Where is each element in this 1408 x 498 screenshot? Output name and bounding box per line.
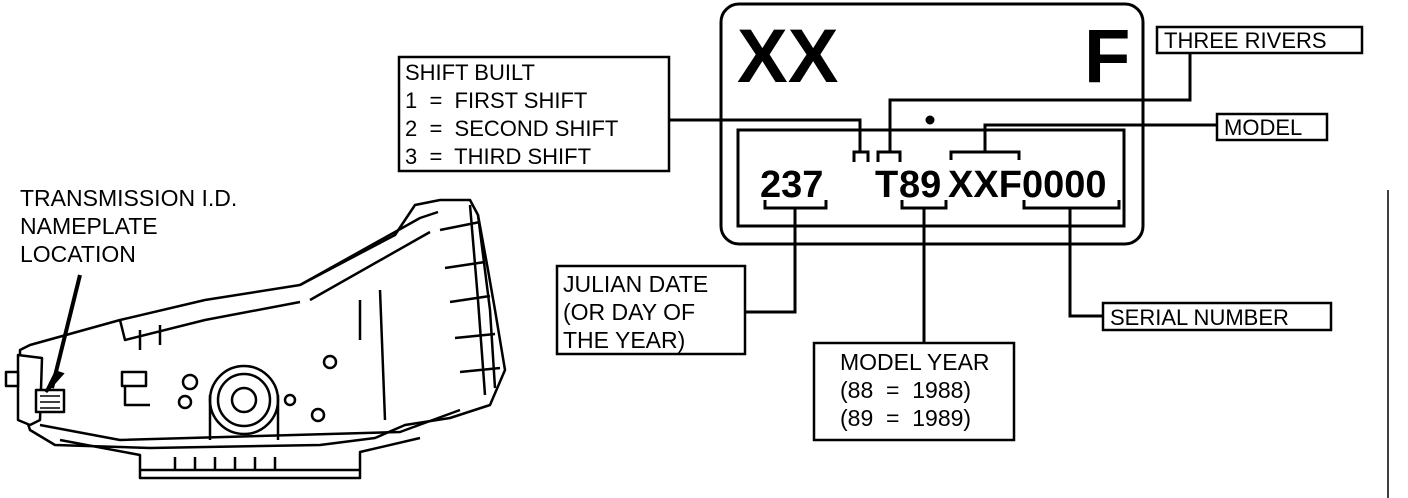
julian-date-label: JULIAN DATE (OR DAY OF THE YEAR): [563, 271, 708, 353]
model-label: MODEL: [1224, 115, 1302, 140]
three-rivers-label: THREE RIVERS: [1164, 28, 1327, 53]
location-arrow: [44, 274, 82, 393]
location-line-3: LOCATION: [20, 241, 136, 267]
model-year-line-2: (88 = 1988): [840, 377, 971, 403]
shift-line-3: 2 = SECOND SHIFT: [405, 116, 618, 141]
top-right-code: F: [1084, 14, 1130, 99]
shift-line-2: 1 = FIRST SHIFT: [405, 88, 587, 113]
plant-code: T: [875, 164, 898, 206]
julian-line-2: (OR DAY OF: [563, 299, 695, 325]
location-line-2: NAMEPLATE: [20, 213, 158, 239]
shift-built-label: SHIFT BUILT 1 = FIRST SHIFT 2 = SECOND S…: [405, 60, 618, 169]
model-year-box: [812, 341, 1016, 442]
julian-line-1: JULIAN DATE: [563, 271, 708, 297]
location-line-1: TRANSMISSION I.D.: [20, 185, 237, 211]
shift-line-1: SHIFT BUILT: [405, 60, 535, 85]
model-code: XXF: [948, 164, 1022, 206]
serial-code: 0000: [1022, 164, 1107, 206]
shift-built-box: [397, 55, 671, 173]
model-box: [1215, 112, 1329, 142]
serial-number-box: [1101, 301, 1333, 332]
shift-line-4: 3 = THIRD SHIFT: [405, 144, 591, 169]
three-rivers-box: [1155, 25, 1364, 55]
date-code: 237: [760, 164, 823, 206]
top-left-code: XX: [737, 14, 839, 99]
julian-date-box: [555, 264, 747, 356]
location-label: TRANSMISSION I.D. NAMEPLATE LOCATION: [20, 185, 237, 267]
serial-number-label: SERIAL NUMBER: [1110, 305, 1289, 330]
model-year-label: MODEL YEAR (88 = 1988) (89 = 1989): [840, 349, 990, 431]
model-year-line-1: MODEL YEAR: [840, 349, 990, 375]
transmission-illustration: [4, 198, 507, 480]
nameplate-dot: [925, 115, 935, 125]
year-code: 89: [899, 164, 941, 206]
model-year-line-3: (89 = 1989): [840, 405, 971, 431]
julian-line-3: THE YEAR): [563, 327, 685, 353]
